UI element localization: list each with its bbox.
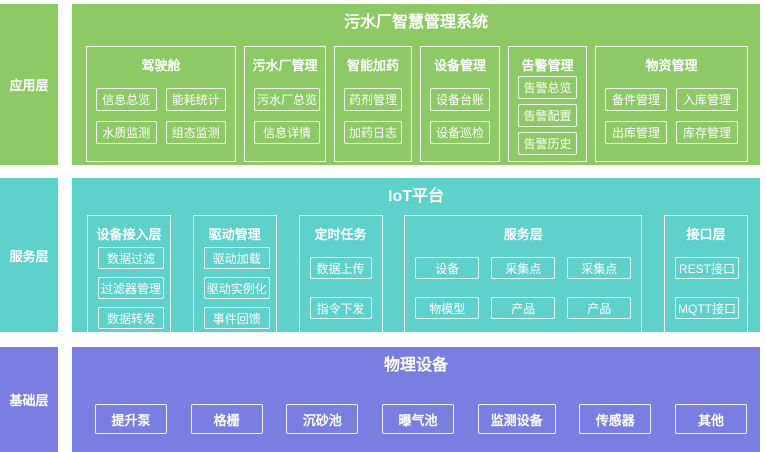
group-title: 污水厂管理 (252, 58, 318, 73)
device-list: 提升泵 格栅 沉砂池 曝气池 监测设备 传感器 其他 (95, 404, 747, 434)
module-item: 水质监测 (96, 120, 157, 144)
group-items: 告警总览 告警配置 告警历史 (509, 76, 586, 161)
module-item: 产品 (491, 297, 556, 319)
group-materials-management: 物资管理 备件管理 入库管理 出库管理 库存管理 (595, 46, 748, 162)
application-groups: 驾驶舱 信息总览 能耗统计 水质监测 组态监测 污水厂管理 污水厂总览 信息详情 (86, 46, 748, 162)
group-device-access: 设备接入层 数据过滤 过滤器管理 数据转发 (87, 215, 171, 338)
panel-service: IoT平台 设备接入层 数据过滤 过滤器管理 数据转发 驱动管理 驱动加载 驱动… (72, 178, 760, 338)
module-item: 产品 (567, 297, 632, 319)
module-item: 备件管理 (605, 87, 667, 111)
layer-label-text: 应用层 (9, 78, 49, 93)
base-layer-row: 基础层 物理设备 提升泵 格栅 沉砂池 曝气池 监测设备 传感器 其他 (0, 347, 766, 452)
layer-label-application: 应用层 (0, 4, 58, 165)
module-item: 出库管理 (605, 120, 667, 144)
module-item: 库存管理 (676, 120, 738, 144)
module-item: 告警历史 (518, 132, 577, 155)
layer-label-base: 基础层 (0, 347, 58, 452)
module-item: 药剂管理 (344, 87, 402, 111)
group-items: 信息总览 能耗统计 水质监测 组态监测 (87, 76, 235, 161)
group-items: 药剂管理 加药日志 (335, 76, 411, 161)
base-panel-title: 物理设备 (383, 357, 448, 374)
device-item: 格栅 (190, 404, 263, 434)
group-equipment-management: 设备管理 设备台账 设备巡检 (420, 46, 500, 162)
module-item: 过滤器管理 (98, 277, 165, 299)
module-item: 污水厂总览 (254, 87, 321, 111)
layer-label-text: 服务层 (9, 248, 49, 264)
group-items: 污水厂总览 信息详情 (245, 76, 325, 161)
module-item: 设备 (415, 257, 480, 279)
service-groups: 设备接入层 数据过滤 过滤器管理 数据转发 驱动管理 驱动加载 驱动实例化 事件… (87, 215, 748, 338)
device-item: 其他 (674, 404, 747, 434)
module-item: REST接口 (675, 257, 739, 279)
module-item: 能耗统计 (165, 87, 226, 111)
module-item: 告警总览 (518, 76, 577, 99)
group-title: 接口层 (686, 227, 726, 242)
service-panel-title: IoT平台 (388, 188, 444, 205)
group-smart-dosing: 智能加药 药剂管理 加药日志 (334, 46, 412, 162)
group-items: REST接口 MQTT接口 (665, 245, 747, 337)
module-item: 组态监测 (165, 120, 226, 144)
group-alarm-management: 告警管理 告警总览 告警配置 告警历史 (508, 46, 587, 162)
device-item: 监测设备 (477, 404, 556, 434)
module-item: 告警配置 (518, 104, 577, 127)
application-panel-title: 污水厂智慧管理系统 (343, 14, 488, 31)
module-item: 信息详情 (254, 120, 321, 144)
module-item: 物模型 (415, 297, 480, 319)
module-item: 加药日志 (344, 120, 402, 144)
module-item: 设备台账 (430, 87, 490, 111)
group-items: 设备 采集点 采集点 物模型 产品 产品 (405, 245, 641, 337)
application-layer-row: 应用层 污水厂智慧管理系统 驾驶舱 信息总览 能耗统计 水质监测 组态监测 污水… (0, 4, 766, 165)
group-items: 驱动加载 驱动实例化 事件回馈 (194, 245, 276, 337)
panel-base: 物理设备 提升泵 格栅 沉砂池 曝气池 监测设备 传感器 其他 (72, 347, 760, 452)
group-interface-layer: 接口层 REST接口 MQTT接口 (664, 215, 748, 338)
group-service-sublayer: 服务层 设备 采集点 采集点 物模型 产品 产品 (404, 215, 643, 338)
group-items: 数据过滤 过滤器管理 数据转发 (88, 245, 170, 337)
module-item: 数据过滤 (98, 247, 165, 269)
module-item: 驱动实例化 (203, 277, 270, 299)
group-title: 物资管理 (645, 58, 698, 73)
device-item: 曝气池 (381, 404, 454, 434)
device-item: 沉砂池 (286, 404, 359, 434)
device-item: 传感器 (579, 404, 652, 434)
module-item: 采集点 (491, 257, 556, 279)
layer-label-service: 服务层 (0, 178, 58, 332)
layer-label-text: 基础层 (9, 393, 49, 408)
group-scheduled-tasks: 定时任务 数据上传 指令下发 (298, 215, 383, 338)
module-item: 事件回馈 (203, 307, 270, 329)
group-title: 驾驶舱 (141, 58, 181, 73)
module-item: 驱动加载 (203, 247, 270, 269)
module-item: 数据上传 (309, 257, 372, 279)
module-item: 设备巡检 (430, 120, 490, 144)
module-item: 指令下发 (309, 297, 372, 319)
group-title: 驱动管理 (208, 227, 261, 242)
group-title: 设备管理 (433, 58, 486, 73)
group-title: 服务层 (503, 227, 543, 242)
group-plant-management: 污水厂管理 污水厂总览 信息详情 (244, 46, 326, 162)
module-item: 采集点 (567, 257, 632, 279)
module-item: MQTT接口 (675, 297, 739, 319)
group-title: 智能加药 (346, 58, 399, 73)
device-item: 提升泵 (95, 404, 167, 434)
panel-application: 污水厂智慧管理系统 驾驶舱 信息总览 能耗统计 水质监测 组态监测 污水厂管理 … (72, 4, 760, 165)
service-layer-row: 服务层 IoT平台 设备接入层 数据过滤 过滤器管理 数据转发 驱动管理 驱动加… (0, 178, 766, 338)
module-item: 信息总览 (96, 87, 157, 111)
module-item: 入库管理 (676, 87, 738, 111)
group-title: 告警管理 (521, 58, 574, 73)
group-cockpit: 驾驶舱 信息总览 能耗统计 水质监测 组态监测 (86, 46, 236, 162)
group-title: 定时任务 (314, 227, 367, 242)
group-title: 设备接入层 (96, 227, 162, 242)
group-items: 设备台账 设备巡检 (421, 76, 499, 161)
group-items: 数据上传 指令下发 (300, 245, 382, 337)
group-items: 备件管理 入库管理 出库管理 库存管理 (596, 76, 747, 161)
module-item: 数据转发 (98, 307, 165, 329)
group-driver-management: 驱动管理 驱动加载 驱动实例化 事件回馈 (192, 215, 277, 338)
